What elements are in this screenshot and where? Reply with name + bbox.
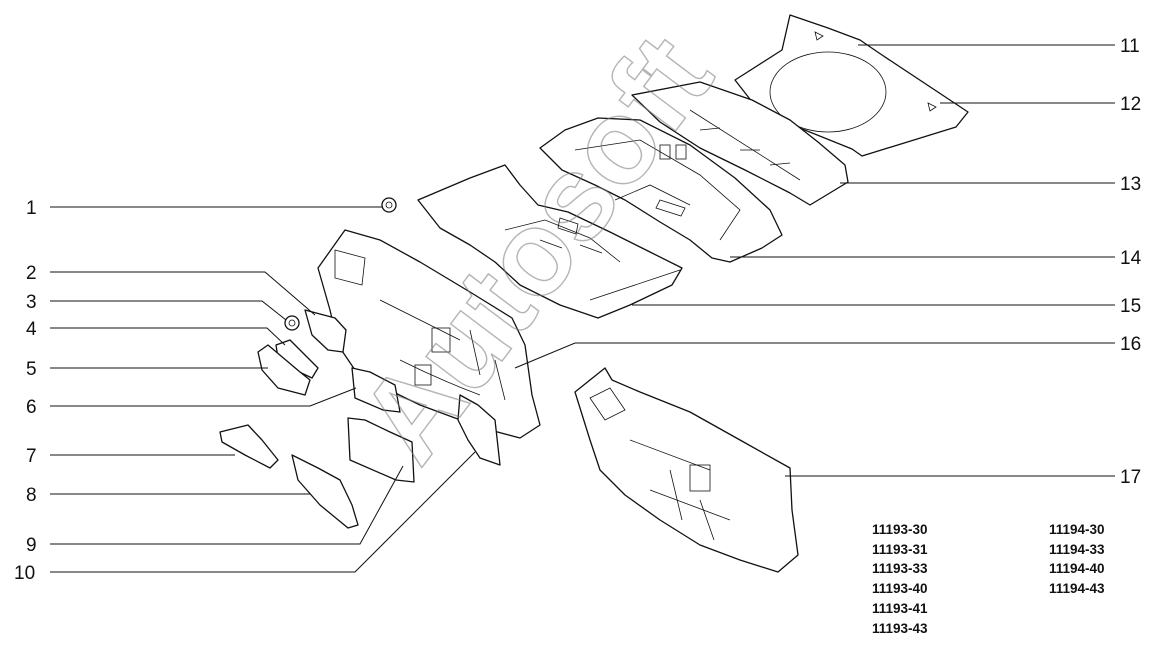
callout-7: 7 bbox=[26, 446, 37, 467]
callout-13: 13 bbox=[1120, 174, 1141, 195]
model-code: 11194-30 bbox=[1049, 522, 1105, 537]
part-pad-8 bbox=[291, 454, 359, 529]
part-dash-insulator-alt bbox=[574, 367, 799, 573]
model-codes-left: 11193-30 11193-31 11193-33 11193-40 1119… bbox=[872, 520, 928, 638]
model-codes-right: 11194-30 11194-33 11194-40 11194-43 bbox=[1049, 520, 1105, 599]
model-code: 11193-40 bbox=[872, 581, 928, 597]
callout-15: 15 bbox=[1120, 296, 1141, 317]
part-floor-carpet-front bbox=[417, 164, 683, 319]
part-clip bbox=[381, 197, 397, 213]
leader-lines bbox=[50, 44, 1115, 573]
part-floor-carpet-rear bbox=[539, 117, 783, 263]
leader-2 bbox=[50, 271, 316, 316]
callout-9: 9 bbox=[26, 535, 37, 556]
leader-3 bbox=[50, 300, 287, 321]
model-code: 11193-43 bbox=[872, 620, 928, 636]
callout-14: 14 bbox=[1120, 248, 1142, 269]
leader-16 bbox=[514, 342, 1115, 369]
part-pad-9 bbox=[347, 417, 415, 483]
model-code: 11193-30 bbox=[872, 522, 928, 537]
part-pad-10 bbox=[457, 394, 501, 466]
callout-6: 6 bbox=[26, 397, 37, 418]
leader-9 bbox=[50, 465, 404, 545]
leader-10 bbox=[50, 451, 476, 573]
leader-4 bbox=[50, 327, 286, 346]
leader-6 bbox=[50, 387, 357, 407]
part-rear-floor-mat bbox=[734, 14, 969, 157]
callout-3: 3 bbox=[26, 292, 37, 313]
callout-5: 5 bbox=[26, 359, 37, 380]
part-pad-5 bbox=[257, 344, 311, 396]
callout-12: 12 bbox=[1120, 94, 1141, 115]
model-code: 11194-43 bbox=[1049, 581, 1105, 597]
model-code: 11194-40 bbox=[1049, 561, 1105, 577]
part-pad-7 bbox=[219, 424, 279, 469]
callout-8: 8 bbox=[26, 485, 37, 506]
part-dash-insulator bbox=[317, 229, 541, 439]
callout-4: 4 bbox=[26, 319, 37, 340]
callout-11: 11 bbox=[1120, 36, 1140, 57]
model-code: 11194-33 bbox=[1049, 541, 1105, 557]
part-pad-2 bbox=[304, 309, 347, 353]
part-nut bbox=[284, 315, 300, 331]
callout-numbers: 1 2 3 4 5 6 7 8 9 10 11 12 13 14 15 16 1… bbox=[14, 36, 1142, 584]
callout-16: 16 bbox=[1120, 334, 1141, 355]
model-code: 11193-31 bbox=[872, 541, 928, 557]
model-code: 11193-33 bbox=[872, 561, 928, 577]
callout-17: 17 bbox=[1120, 467, 1141, 488]
callout-10: 10 bbox=[14, 563, 35, 584]
part-pad-6 bbox=[351, 367, 401, 413]
callout-1: 1 bbox=[26, 198, 37, 219]
part-luggage-mat bbox=[631, 81, 849, 206]
model-code: 11193-41 bbox=[872, 600, 928, 616]
callout-2: 2 bbox=[26, 263, 37, 284]
